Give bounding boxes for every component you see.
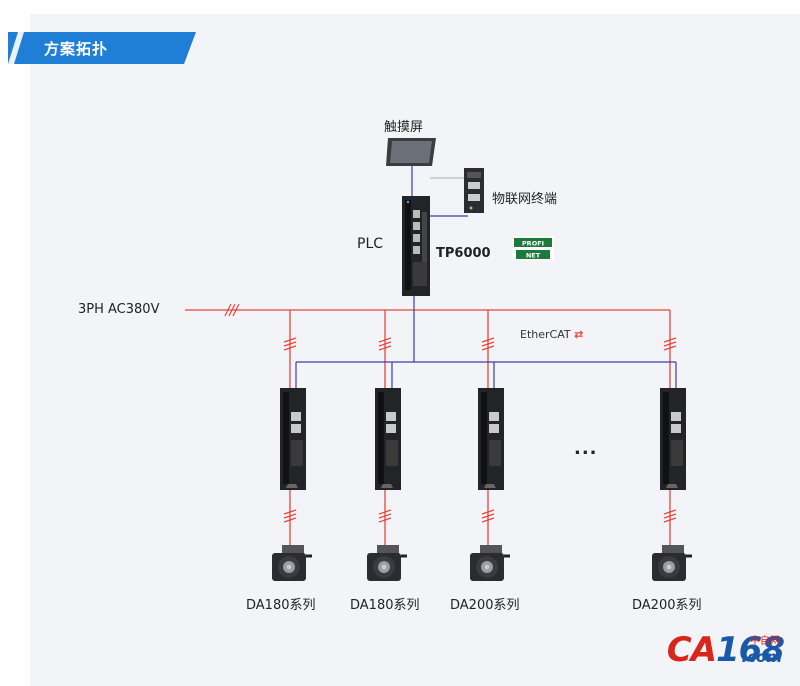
motor-label-2: DA180系列 — [350, 598, 420, 613]
more-drives-ellipsis: ... — [574, 438, 598, 459]
servo-motor-icon — [272, 545, 312, 581]
iot-terminal-icon — [464, 168, 484, 213]
watermark-logo: CA168 中自网 .com — [666, 630, 785, 670]
section-tag — [8, 32, 196, 64]
watermark-domain: .com — [741, 648, 782, 666]
ethercat-line — [295, 166, 677, 390]
motor-label-1: DA180系列 — [246, 598, 316, 613]
watermark-sub: 中自网 — [750, 636, 780, 647]
watermark-number: 168 — [716, 630, 785, 670]
svg-text:PROFI: PROFI — [522, 240, 544, 248]
ethercat-logo: EtherCAT ⇄ — [520, 328, 583, 341]
watermark-brand: CA — [666, 630, 717, 670]
power-label: 3PH AC380V — [78, 302, 160, 317]
power-line — [185, 309, 671, 545]
ethercat-arrows-icon: ⇄ — [574, 328, 584, 341]
section-title: 方案拓扑 — [44, 40, 109, 58]
profinet-logo: PROFI NET — [512, 236, 554, 260]
svg-text:NET: NET — [526, 252, 541, 260]
plc-label: PLC — [357, 236, 384, 252]
touchscreen-label: 触摸屏 — [384, 120, 424, 135]
motor-label-3: DA200系列 — [450, 598, 520, 613]
ethercat-label: EtherCAT — [520, 328, 571, 341]
drive-icon — [280, 388, 306, 490]
plc-icon — [402, 196, 430, 296]
phase-marks — [224, 303, 677, 523]
motor-label-4: DA200系列 — [632, 598, 702, 613]
plc-model-label: TP6000 — [436, 246, 491, 261]
iot-terminal-label: 物联网终端 — [492, 192, 558, 207]
touchscreen-icon — [386, 138, 436, 166]
